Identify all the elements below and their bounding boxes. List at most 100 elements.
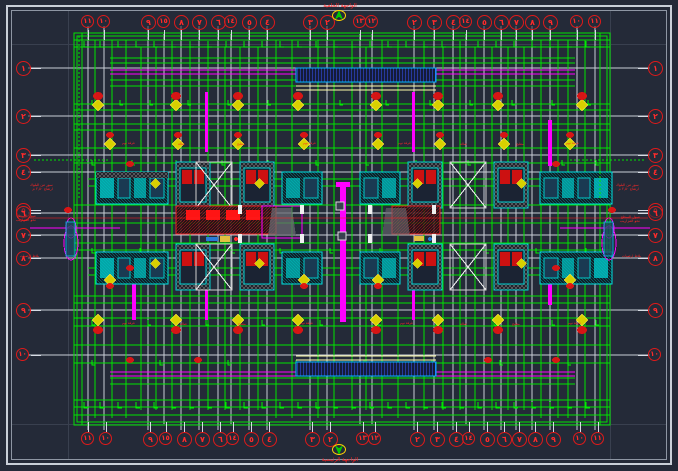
grid-leader-right	[638, 310, 648, 311]
grid-bubble-top-٥-18[interactable]: ٥	[477, 15, 492, 30]
grid-bubble-bottom-٥-18[interactable]: ٥	[480, 432, 495, 447]
room-label-14: مطبخ	[512, 322, 520, 326]
grid-bubble-left-٧-6[interactable]: ٧	[16, 228, 31, 243]
grid-bubble-top-١٠-1[interactable]: ١٠	[97, 15, 110, 28]
grid-leader-bottom	[375, 422, 376, 432]
title-top-elevation: الواجهة الخلفية	[323, 3, 357, 9]
grid-leader-top	[434, 30, 435, 40]
room-label-13: صالة	[460, 322, 467, 326]
grid-leader-bottom	[251, 422, 252, 432]
grid-bubble-bottom-٨-21[interactable]: ٨	[528, 432, 543, 447]
grid-bubble-left-١-0[interactable]: ١	[16, 61, 31, 76]
grid-bubble-bottom-٧-20[interactable]: ٧	[512, 432, 527, 447]
room-label-12: غرفة نوم	[400, 321, 413, 325]
grid-bubble-top-١١-0[interactable]: ١١	[81, 15, 94, 28]
grid-bubble-bottom-٣-15[interactable]: ٣	[430, 432, 445, 447]
grid-bubble-top-٦-19[interactable]: ٦	[494, 15, 509, 30]
grid-leader-top	[148, 30, 149, 40]
grid-bubble-top-١٤-17[interactable]: ١٤	[459, 15, 472, 28]
grid-leader-left	[31, 155, 41, 156]
grid-bubble-top-٢-11[interactable]: ٢	[320, 15, 335, 30]
grid-leader-bottom	[106, 422, 107, 432]
grid-bubble-right-١-0[interactable]: ١	[648, 61, 663, 76]
grid-leader-bottom	[220, 422, 221, 432]
grid-leader-left	[31, 68, 41, 69]
grid-bubble-top-١١-24[interactable]: ١١	[588, 15, 601, 28]
grid-bubble-right-١٠-9[interactable]: ١٠	[648, 348, 661, 361]
grid-bubble-bottom-٩-2[interactable]: ٩	[143, 432, 158, 447]
grid-bubble-bottom-١١-0[interactable]: ١١	[81, 432, 94, 445]
grid-leader-left	[31, 258, 41, 259]
grid-bubble-left-٣-2[interactable]: ٣	[16, 148, 31, 163]
grid-bubble-bottom-١٢-13[interactable]: ١٢	[368, 432, 381, 445]
grid-bubble-right-٧-6[interactable]: ٧	[648, 228, 663, 243]
grid-leader-right	[638, 213, 648, 214]
grid-leader-bottom	[150, 422, 151, 432]
grid-bubble-top-١٥-3[interactable]: ١٥	[157, 15, 170, 28]
annotation-left-note-2: ميول السطح نحو المزاريب	[16, 214, 36, 223]
grid-bubble-bottom-٦-19[interactable]: ٦	[497, 432, 512, 447]
grid-leader-bottom	[437, 422, 438, 432]
grid-bubble-bottom-٣-10[interactable]: ٣	[305, 432, 320, 447]
grid-bubble-right-٩-8[interactable]: ٩	[648, 303, 663, 318]
annotation-right-note-3: بلاط ارضيات	[622, 254, 641, 258]
grid-bubble-top-١٤-7[interactable]: ١٤	[224, 15, 237, 28]
grid-bubble-left-٩-8[interactable]: ٩	[16, 303, 31, 318]
grid-bubble-top-٩-2[interactable]: ٩	[141, 15, 156, 30]
grid-bubble-bottom-١٠-23[interactable]: ١٠	[573, 432, 586, 445]
grid-leader-top	[516, 30, 517, 40]
grid-bubble-bottom-٨-4[interactable]: ٨	[177, 432, 192, 447]
grid-bubble-bottom-١٤-17[interactable]: ١٤	[462, 432, 475, 445]
grid-leader-top	[501, 30, 502, 40]
grid-bubble-top-٨-21[interactable]: ٨	[525, 15, 540, 30]
grid-bubble-bottom-٧-5[interactable]: ٧	[195, 432, 210, 447]
grid-bubble-top-٣-15[interactable]: ٣	[427, 15, 442, 30]
grid-leader-top	[88, 30, 89, 40]
grid-bubble-bottom-١٥-3[interactable]: ١٥	[159, 432, 172, 445]
annotation-left-note-1: سور من البلوك ارتفاع ٢,٥٠ م	[30, 183, 53, 192]
grid-bubble-bottom-١٠-1[interactable]: ١٠	[99, 432, 112, 445]
grid-leader-left	[31, 213, 41, 214]
grid-leader-bottom	[487, 422, 488, 432]
grid-bubble-top-٢-14[interactable]: ٢	[407, 15, 422, 30]
grid-bubble-top-٩-22[interactable]: ٩	[543, 15, 558, 30]
grid-bubble-left-٨-7[interactable]: ٨	[16, 251, 31, 266]
grid-leader-top	[249, 30, 250, 40]
grid-bubble-top-٣-10[interactable]: ٣	[303, 15, 318, 30]
grid-bubble-bottom-٩-22[interactable]: ٩	[546, 432, 561, 447]
grid-bubble-bottom-٥-8[interactable]: ٥	[244, 432, 259, 447]
grid-bubble-bottom-١٤-7[interactable]: ١٤	[226, 432, 239, 445]
grid-bubble-top-٧-5[interactable]: ٧	[192, 15, 207, 30]
annotation-right-note-1: سور من البلوك ارتفاع ٢,٥٠ م	[616, 183, 639, 192]
grid-bubble-right-٤-3[interactable]: ٤	[648, 165, 663, 180]
grid-leader-left	[31, 235, 41, 236]
grid-leader-top	[104, 30, 105, 40]
grid-leader-top	[577, 30, 578, 40]
grid-bubble-bottom-٢-14[interactable]: ٢	[410, 432, 425, 447]
room-label-8: غرفة نوم	[122, 321, 135, 325]
grid-leader-top	[595, 30, 596, 40]
grid-leader-left	[31, 116, 41, 117]
grid-bubble-top-٧-20[interactable]: ٧	[509, 15, 524, 30]
grid-bubble-top-١٢-13[interactable]: ١٢	[365, 15, 378, 28]
grid-bubble-bottom-٢-11[interactable]: ٢	[323, 432, 338, 447]
grid-bubble-left-٦-5[interactable]: ٦	[16, 206, 31, 221]
grid-bubble-bottom-٤-9[interactable]: ٤	[262, 432, 277, 447]
grid-bubble-right-٦-5[interactable]: ٦	[648, 206, 663, 221]
grid-bubble-left-٢-1[interactable]: ٢	[16, 109, 31, 124]
grid-bubble-right-٨-7[interactable]: ٨	[648, 251, 663, 266]
grid-bubble-left-١٠-9[interactable]: ١٠	[16, 348, 29, 361]
grid-bubble-bottom-١١-24[interactable]: ١١	[591, 432, 604, 445]
grid-bubble-right-٢-1[interactable]: ٢	[648, 109, 663, 124]
grid-bubble-top-٨-4[interactable]: ٨	[174, 15, 189, 30]
grid-bubble-top-٤-9[interactable]: ٤	[260, 15, 275, 30]
grid-leader-bottom	[417, 422, 418, 432]
grid-bubble-left-٤-3[interactable]: ٤	[16, 165, 31, 180]
grid-bubble-right-٣-2[interactable]: ٣	[648, 148, 663, 163]
grid-bubble-top-١٠-23[interactable]: ١٠	[570, 15, 583, 28]
grid-bubble-top-٤-16[interactable]: ٤	[446, 15, 461, 30]
grid-bubble-top-٥-8[interactable]: ٥	[242, 15, 257, 30]
room-label-7: غرفة نوم	[566, 141, 579, 145]
